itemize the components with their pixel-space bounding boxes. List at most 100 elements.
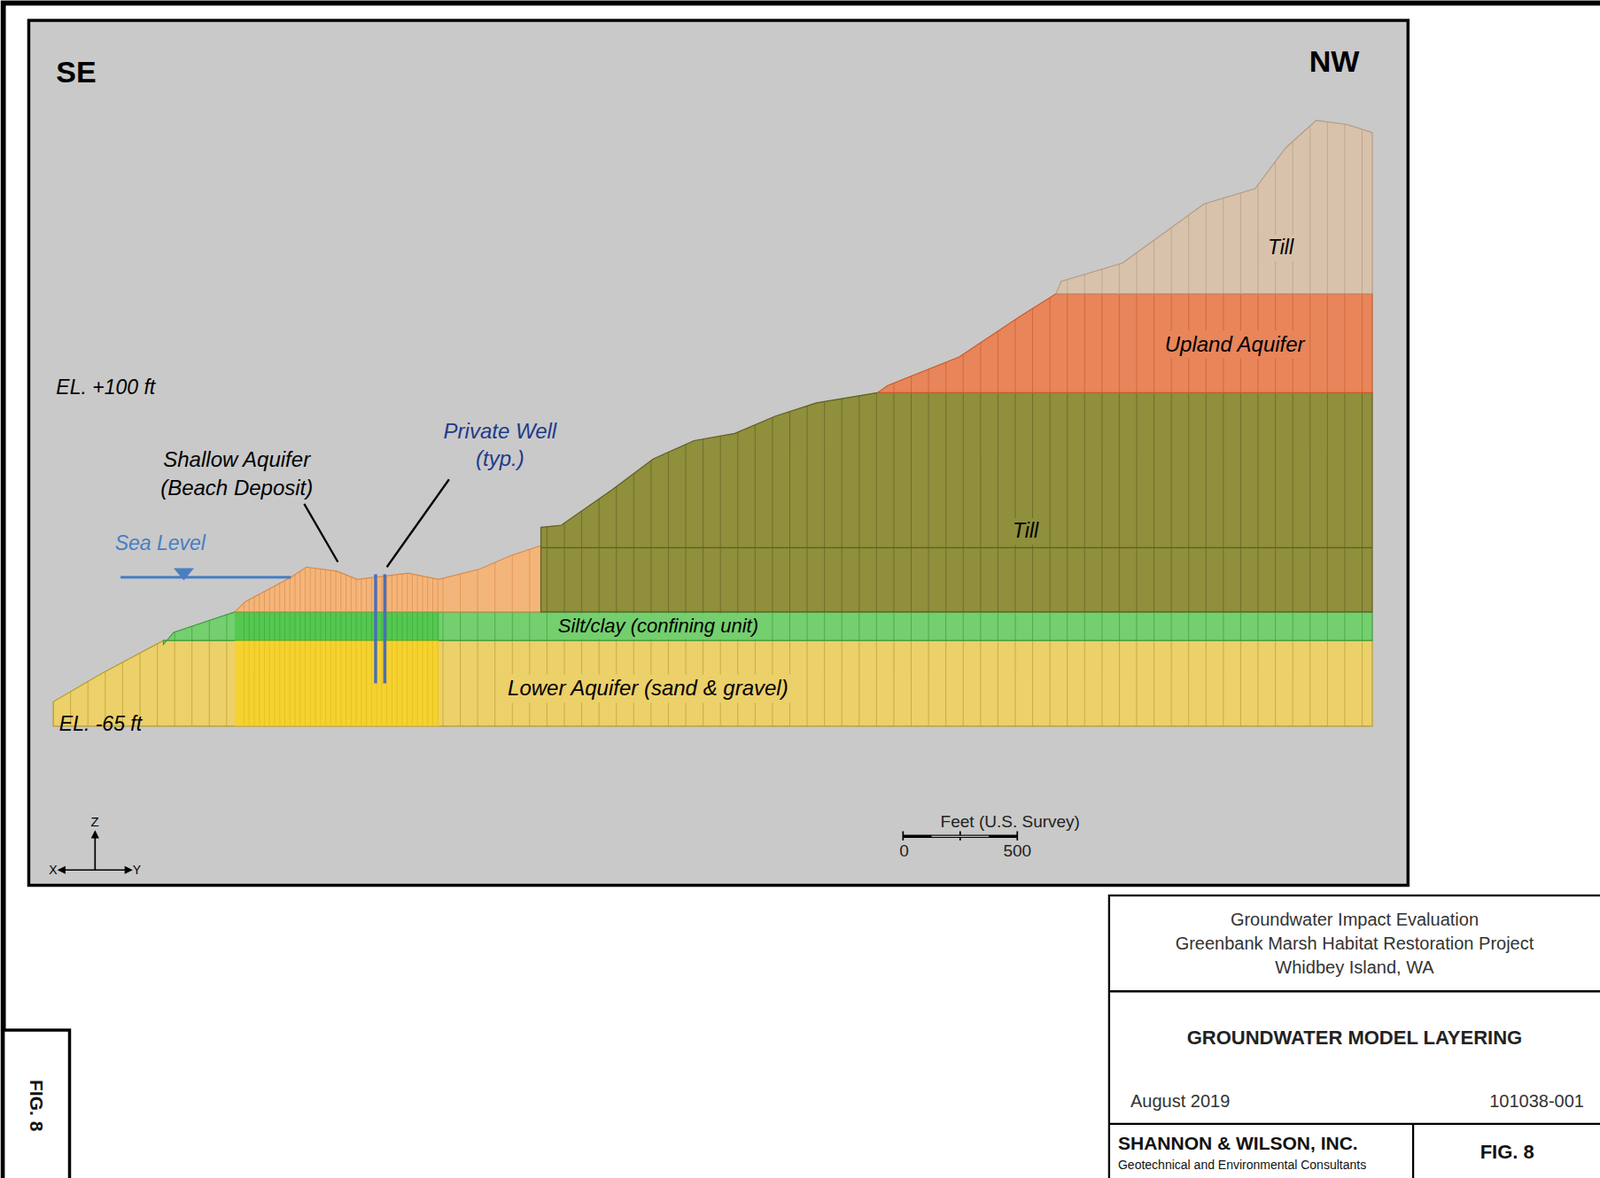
grid-line xyxy=(69,101,71,735)
grid-line xyxy=(442,101,443,735)
diagram-label: Private Well (typ.) xyxy=(428,417,572,473)
grid-line xyxy=(494,101,496,735)
grid-line xyxy=(1327,101,1329,735)
grid-line xyxy=(1101,101,1103,735)
private-well xyxy=(373,574,377,684)
grid-line xyxy=(1258,101,1259,735)
grid-line xyxy=(1101,101,1103,735)
grid-line xyxy=(191,101,193,735)
grid-line xyxy=(979,101,981,735)
grid-line xyxy=(754,101,756,735)
grid-line xyxy=(1032,101,1034,735)
grid-line xyxy=(598,101,600,735)
title-block-text: FIG. 8 xyxy=(23,1079,49,1132)
grid-line xyxy=(633,101,635,735)
grid-line xyxy=(87,101,89,735)
grid-line xyxy=(1361,101,1363,735)
grid-line xyxy=(1361,101,1363,735)
grid-line xyxy=(1084,101,1086,735)
grid-line xyxy=(997,101,999,735)
diagram-label: Till xyxy=(1009,518,1042,545)
title-block-cell: August 2019101038-001 xyxy=(1109,1081,1600,1123)
grid-line xyxy=(754,101,756,735)
grid-line xyxy=(1171,101,1173,735)
model-panel xyxy=(28,20,1408,886)
grid-line xyxy=(564,101,566,735)
grid-line xyxy=(581,101,583,735)
grid-line xyxy=(893,101,894,735)
grid-line xyxy=(1101,101,1103,735)
grid-line xyxy=(928,101,930,735)
grid-line xyxy=(1066,101,1068,735)
grid-line xyxy=(122,101,124,735)
grid-line xyxy=(893,101,894,735)
layer-till xyxy=(541,392,1373,613)
grid-line xyxy=(528,101,530,735)
grid-line xyxy=(209,101,210,735)
grid-line xyxy=(807,101,808,735)
grid-line xyxy=(650,101,652,735)
grid-line xyxy=(1327,101,1329,735)
grid-line xyxy=(1101,101,1103,735)
grid-line xyxy=(442,101,443,735)
grid-line xyxy=(1171,101,1173,735)
grid-line xyxy=(209,101,210,735)
grid-line xyxy=(685,101,687,735)
grid-line xyxy=(139,101,140,735)
grid-line xyxy=(771,101,773,735)
grid-line xyxy=(477,101,479,735)
grid-line xyxy=(720,101,722,735)
grid-line xyxy=(1101,101,1103,735)
grid-line xyxy=(910,101,912,735)
grid-line xyxy=(1258,101,1259,735)
grid-line xyxy=(87,101,89,735)
grid-line xyxy=(928,101,930,735)
grid-line xyxy=(963,101,964,735)
grid-line xyxy=(1118,101,1120,735)
grid-line xyxy=(546,101,548,735)
title-block-cell: GROUNDWATER MODEL LAYERING xyxy=(1109,994,1600,1082)
grid-line xyxy=(209,101,210,735)
grid-line xyxy=(737,101,738,735)
side-fig-box xyxy=(3,1030,70,1178)
grid-line xyxy=(858,101,860,735)
grid-line xyxy=(754,101,756,735)
grid-line xyxy=(1066,101,1068,735)
grid-line xyxy=(823,101,825,735)
sea-level-symbol xyxy=(173,567,195,581)
grid-lines xyxy=(53,101,1362,735)
grid-line xyxy=(528,101,530,735)
grid-line xyxy=(122,101,124,735)
title-block-text: GROUNDWATER MODEL LAYERING xyxy=(1187,1025,1523,1052)
grid-line xyxy=(685,101,687,735)
grid-line xyxy=(928,101,930,735)
grid-line xyxy=(702,101,704,735)
grid-line xyxy=(546,101,548,735)
grid-line xyxy=(1361,101,1363,735)
grid-line xyxy=(87,101,89,735)
grid-line xyxy=(1361,101,1363,735)
grid-line xyxy=(1274,101,1276,735)
grid-line xyxy=(1258,101,1259,735)
grid-line xyxy=(528,101,530,735)
grid-line xyxy=(945,101,947,735)
grid-line xyxy=(1153,101,1155,735)
grid-line xyxy=(191,101,193,735)
grid-line xyxy=(1240,101,1242,735)
grid-line xyxy=(1188,101,1189,735)
grid-line xyxy=(685,101,687,735)
grid-line xyxy=(564,101,566,735)
grid-line xyxy=(69,101,71,735)
grid-line xyxy=(1205,101,1207,735)
grid-line xyxy=(667,101,669,735)
grid-line xyxy=(1049,101,1051,735)
grid-line xyxy=(1118,101,1120,735)
grid-line xyxy=(494,101,496,735)
scale-tick xyxy=(901,831,904,840)
grid-line xyxy=(69,101,71,735)
title-block-text: Greenbank Marsh Habitat Restoration Proj… xyxy=(1175,932,1535,956)
grid-line xyxy=(122,101,124,735)
grid-line xyxy=(546,101,548,735)
grid-line xyxy=(1049,101,1051,735)
diagram-label: Upland Aquifer xyxy=(1161,331,1309,359)
